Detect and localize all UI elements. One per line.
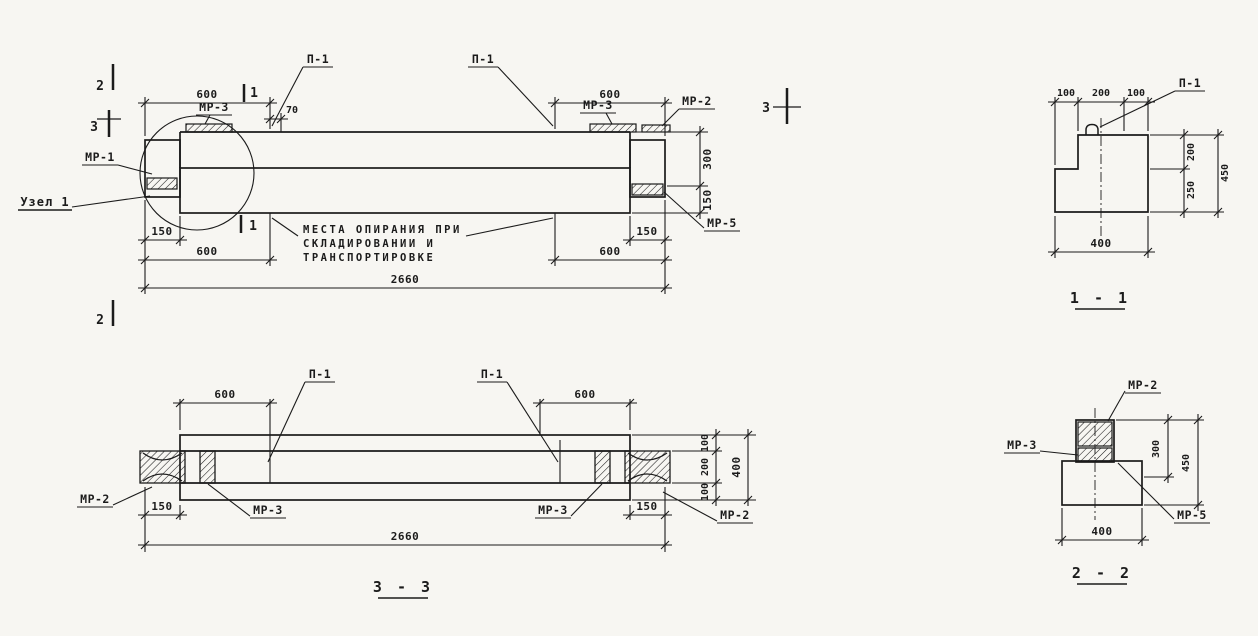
end-anchors-plan (139, 450, 671, 484)
section-1-1-outline (1054, 134, 1149, 213)
plan-label-p1-right: П-1 (481, 367, 503, 381)
elevation-view: 2 2 1 1 3 3 (18, 52, 801, 328)
plan-leaders (77, 381, 753, 524)
section-cut-marks (97, 64, 801, 326)
elevation-leaders (18, 66, 740, 237)
section-marker-1-top: 1 (250, 86, 258, 101)
plate-mp3-left-plan (199, 450, 216, 484)
s22-label-mp2: МР-2 (1128, 378, 1158, 392)
s11-dim-450-total: 450 (1220, 164, 1231, 182)
dim-600-bottom-right: 600 (599, 245, 620, 258)
beam-plan-outline (179, 434, 631, 501)
plate-mp3-right-plan (594, 450, 611, 484)
s11-dim-250-right: 250 (1186, 181, 1197, 199)
plan-label-p1-left: П-1 (309, 367, 331, 381)
s22-leaders (1004, 390, 1210, 524)
section-2-2-dimensions (1055, 414, 1204, 546)
elevation-dimensions (138, 97, 708, 294)
s11-dim-200-top: 200 (1092, 88, 1110, 99)
section-marker-2-top: 2 (96, 79, 104, 94)
support-note-line-3: ТРАНСПОРТИРОВКЕ (303, 252, 435, 264)
dim-150-bottom-right: 150 (636, 225, 657, 238)
plate-mp3-left (185, 123, 233, 133)
s11-leaders (1099, 90, 1205, 128)
section-1-1-dimensions (1048, 97, 1224, 258)
plate-mp5 (631, 183, 664, 196)
s11-dim-200-right: 200 (1186, 143, 1197, 161)
s22-dim-400-bottom: 400 (1091, 525, 1112, 538)
embedded-plates-elevation (146, 123, 671, 196)
label-mp5: МР-5 (707, 216, 737, 230)
plan-dim-150-left: 150 (151, 500, 172, 513)
dim-600-bottom-left: 600 (196, 245, 217, 258)
s11-label-p1: П-1 (1179, 76, 1201, 90)
plan-dim-600-right: 600 (574, 388, 595, 401)
s22-title: 2 - 2 (1072, 564, 1132, 582)
section-marker-2-bottom: 2 (96, 313, 104, 328)
plan-dim-2660: 2660 (391, 530, 420, 543)
s22-label-mp3: МР-3 (1007, 438, 1037, 452)
section-1-1-view: 100 200 100 200 250 450 400 П-1 1 - 1 (1048, 76, 1231, 310)
plan-label-mp2-right: МР-2 (720, 508, 750, 522)
plan-dim-200-mid: 200 (700, 458, 711, 476)
plan-dim-400-total: 400 (730, 456, 743, 477)
s11-dim-100-right: 100 (1127, 88, 1145, 99)
dim-600-top-right: 600 (599, 88, 620, 101)
detail-callout-circle (139, 115, 255, 231)
label-mp2: МР-2 (682, 94, 712, 108)
label-mp1: МР-1 (85, 150, 115, 164)
plan-dim-100-bottom: 100 (700, 483, 711, 501)
plan-label-mp3-left: МР-3 (253, 503, 283, 517)
s11-title: 1 - 1 (1070, 289, 1130, 307)
dim-300-side: 300 (701, 148, 714, 169)
dim-150-side: 150 (701, 189, 714, 210)
s11-dim-400-bottom: 400 (1090, 237, 1111, 250)
plan-title-3-3: 3 - 3 (373, 578, 433, 596)
support-note-line-2: СКЛАДИРОВАНИИ И (303, 238, 435, 250)
plan-view-3-3: 600 600 100 200 100 400 150 150 2660 П-1… (77, 367, 756, 599)
label-p1-right: П-1 (472, 52, 494, 66)
plan-dim-100-top: 100 (700, 434, 711, 452)
beam-elevation-outline (144, 131, 666, 214)
s22-dim-450-total: 450 (1181, 454, 1192, 472)
section-marker-3-right: 3 (762, 101, 770, 116)
plate-mp1 (146, 177, 178, 190)
plan-label-mp3-right: МР-3 (538, 503, 568, 517)
section-marker-1-bottom: 1 (249, 219, 257, 234)
s22-dim-300-right: 300 (1151, 440, 1162, 458)
detail-label-uzel-1: Узел 1 (20, 195, 69, 209)
dim-2660-elevation: 2660 (391, 273, 420, 286)
plan-dimensions (138, 398, 756, 552)
s22-label-mp5: МР-5 (1177, 508, 1207, 522)
dim-150-bottom-left: 150 (151, 225, 172, 238)
plate-mp2 (641, 124, 671, 133)
plate-mp3-right (589, 123, 637, 133)
section-marker-3-left: 3 (90, 120, 98, 135)
plan-dim-150-right: 150 (636, 500, 657, 513)
label-mp3-right: МР-3 (583, 98, 613, 112)
section-2-2-view: 300 450 400 МР-2 МР-3 МР-5 2 - 2 (1004, 378, 1210, 585)
label-mp3-left: МР-3 (199, 100, 229, 114)
support-note-line-1: МЕСТА ОПИРАНИЯ ПРИ (303, 224, 462, 236)
plan-dim-600-left: 600 (214, 388, 235, 401)
plan-label-mp2-left: МР-2 (80, 492, 110, 506)
dim-600-top-left: 600 (196, 88, 217, 101)
s11-dim-100-left: 100 (1057, 88, 1075, 99)
lifting-loop-p1 (1085, 123, 1099, 135)
label-p1-left: П-1 (307, 52, 329, 66)
dim-70: 70 (286, 105, 298, 116)
